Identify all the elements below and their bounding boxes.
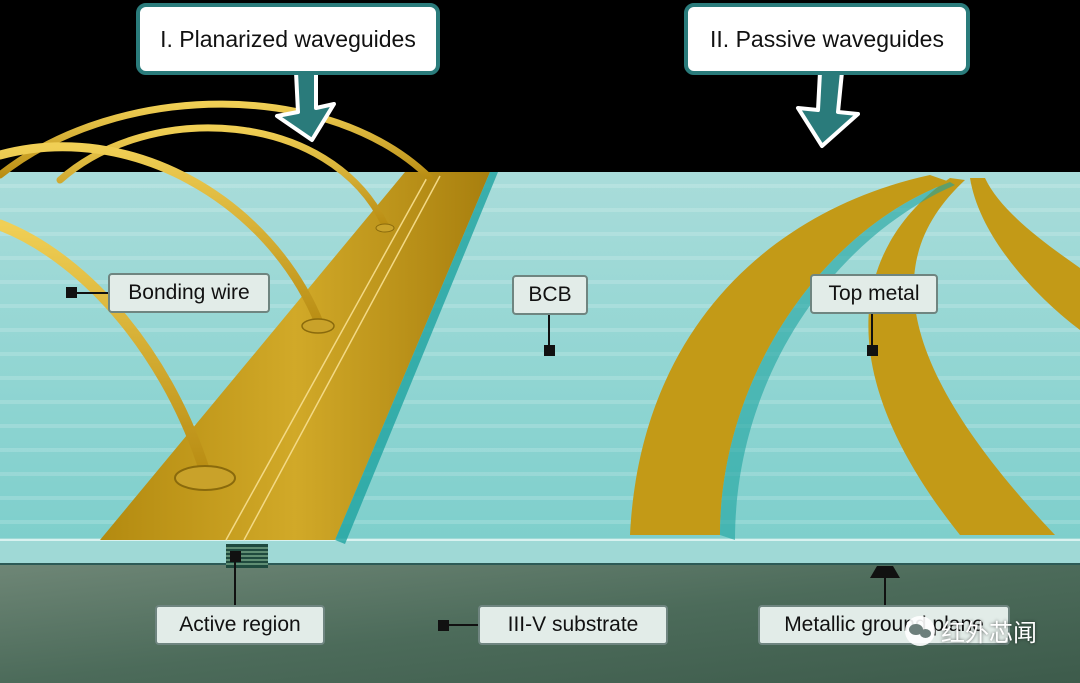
leader-bonding-wire bbox=[66, 287, 112, 298]
bcb-front-edge bbox=[0, 538, 1080, 564]
label-top-metal-text: Top metal bbox=[828, 282, 920, 305]
callout-passive-text: II. Passive waveguides bbox=[710, 25, 944, 52]
callout-planarized-waveguides: I. Planarized waveguides bbox=[136, 3, 440, 75]
wechat-icon bbox=[905, 615, 935, 646]
watermark: 红外芯闻 bbox=[905, 613, 1037, 648]
label-active-region-text: Active region bbox=[179, 613, 301, 636]
label-bonding-wire: Bonding wire bbox=[108, 273, 270, 313]
label-bcb: BCB bbox=[512, 275, 588, 315]
leader-bcb bbox=[544, 312, 555, 356]
wire-bond-pads bbox=[174, 223, 395, 491]
callout-planarized-text: I. Planarized waveguides bbox=[160, 25, 416, 52]
label-top-metal: Top metal bbox=[810, 274, 938, 314]
callout-passive-waveguides: II. Passive waveguides bbox=[684, 3, 970, 75]
leader-top-metal bbox=[867, 312, 878, 356]
label-substrate-text: III-V substrate bbox=[507, 613, 639, 636]
label-bonding-wire-text: Bonding wire bbox=[128, 281, 250, 304]
leader-substrate bbox=[438, 620, 480, 631]
watermark-text: 红外芯闻 bbox=[941, 620, 1037, 647]
label-active-region: Active region bbox=[155, 605, 325, 645]
bonding-wires bbox=[0, 100, 434, 478]
passive-callout-arrow bbox=[796, 70, 860, 148]
label-substrate: III-V substrate bbox=[478, 605, 668, 645]
leader-ground-plane bbox=[870, 566, 900, 607]
planarized-callout-arrow bbox=[275, 70, 336, 142]
passive-waveguides bbox=[630, 175, 1080, 540]
label-bcb-text: BCB bbox=[528, 283, 572, 306]
leader-active-region bbox=[230, 551, 241, 607]
